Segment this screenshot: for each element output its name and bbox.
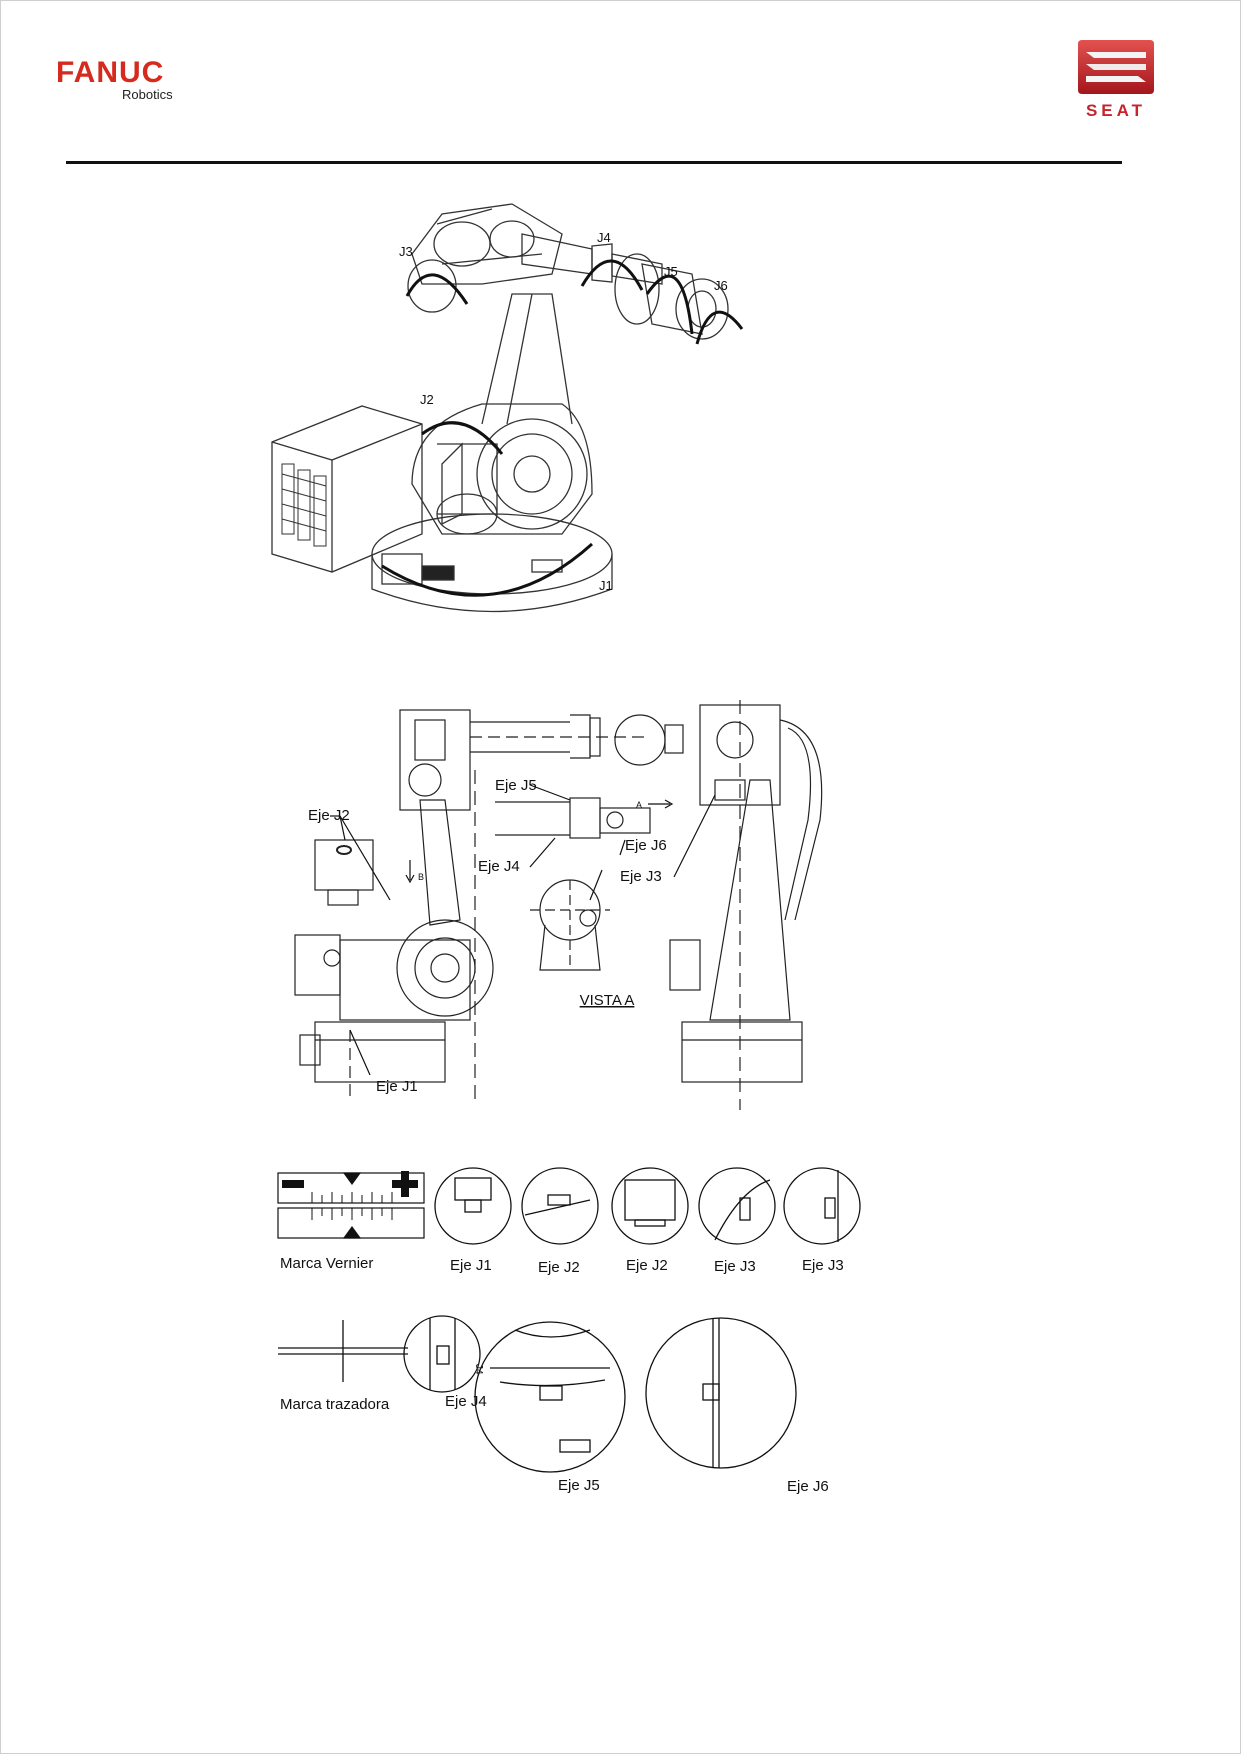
label-eje-j2: Eje J2 [308,807,350,824]
detail-circle-j2a [521,1167,599,1245]
detail-circle-j6 [645,1317,797,1469]
fanuc-wordmark: FANUC [56,56,165,89]
axis-label-j1: J1 [599,578,613,593]
vernier-mark-diagram [277,1172,425,1239]
caption-row1-j3a: Eje J3 [714,1258,756,1275]
caption-marca-trazadora: Marca trazadora [280,1396,390,1413]
vernier-minus-icon [282,1180,304,1188]
axis-label-j4: J4 [597,230,611,245]
caption-row1-j1: Eje J1 [450,1257,492,1274]
arrow-a-label: A [636,800,642,810]
detail-circle-j4 [403,1315,481,1393]
detail-circle-j1 [434,1167,512,1245]
header-rule [66,161,1122,164]
label-vista-a: VISTA A [580,992,635,1009]
detail-circle-j5 [474,1321,626,1473]
fanuc-logo: FANUC Robotics [56,58,196,106]
caption-row1-j2b: Eje J2 [626,1257,668,1274]
axis-label-j6: J6 [714,278,728,293]
caption-row1-j3b: Eje J3 [802,1257,844,1274]
fanuc-subtitle: Robotics [122,87,173,102]
caption-marca-vernier: Marca Vernier [280,1255,373,1272]
axis-label-j5: J5 [664,264,678,279]
label-eje-j3: Eje J3 [620,868,662,885]
seat-wordmark: SEAT [1086,101,1146,120]
detail-circle-j3a [698,1167,776,1245]
j4-engraving: J4 [473,1364,484,1375]
label-eje-j1: Eje J1 [376,1078,418,1095]
label-eje-j5: Eje J5 [495,777,537,794]
caption-row2-j4: Eje J4 [445,1393,487,1410]
caption-row2-j5: Eje J5 [558,1477,600,1494]
robot-isometric-figure: J3 J4 J5 J6 J2 J1 [262,194,862,654]
detail-circle-j3b [783,1167,861,1245]
arrow-b-label: B [418,872,424,882]
detail-circle-j2b [611,1167,689,1245]
robot-side-views-figure: A B Eje J2 Eje J5 Eje J6 Eje J4 Eje J3 E… [270,700,870,1110]
caption-row1-j2a: Eje J2 [538,1259,580,1276]
axis-label-j2: J2 [420,392,434,407]
seat-emblem-icon: SEAT [1078,40,1154,120]
tracer-mark-diagram [278,1320,408,1382]
caption-row2-j6: Eje J6 [787,1478,829,1495]
label-eje-j4: Eje J4 [478,858,520,875]
label-eje-j6: Eje J6 [625,837,667,854]
axis-label-j3: J3 [399,244,413,259]
seat-logo: SEAT [1058,36,1174,122]
vernier-plus-icon [392,1171,418,1197]
reference-marks-figure: J4 Marca Vernier Eje J1 Eje J2 Eje J2 Ej… [270,1150,900,1510]
